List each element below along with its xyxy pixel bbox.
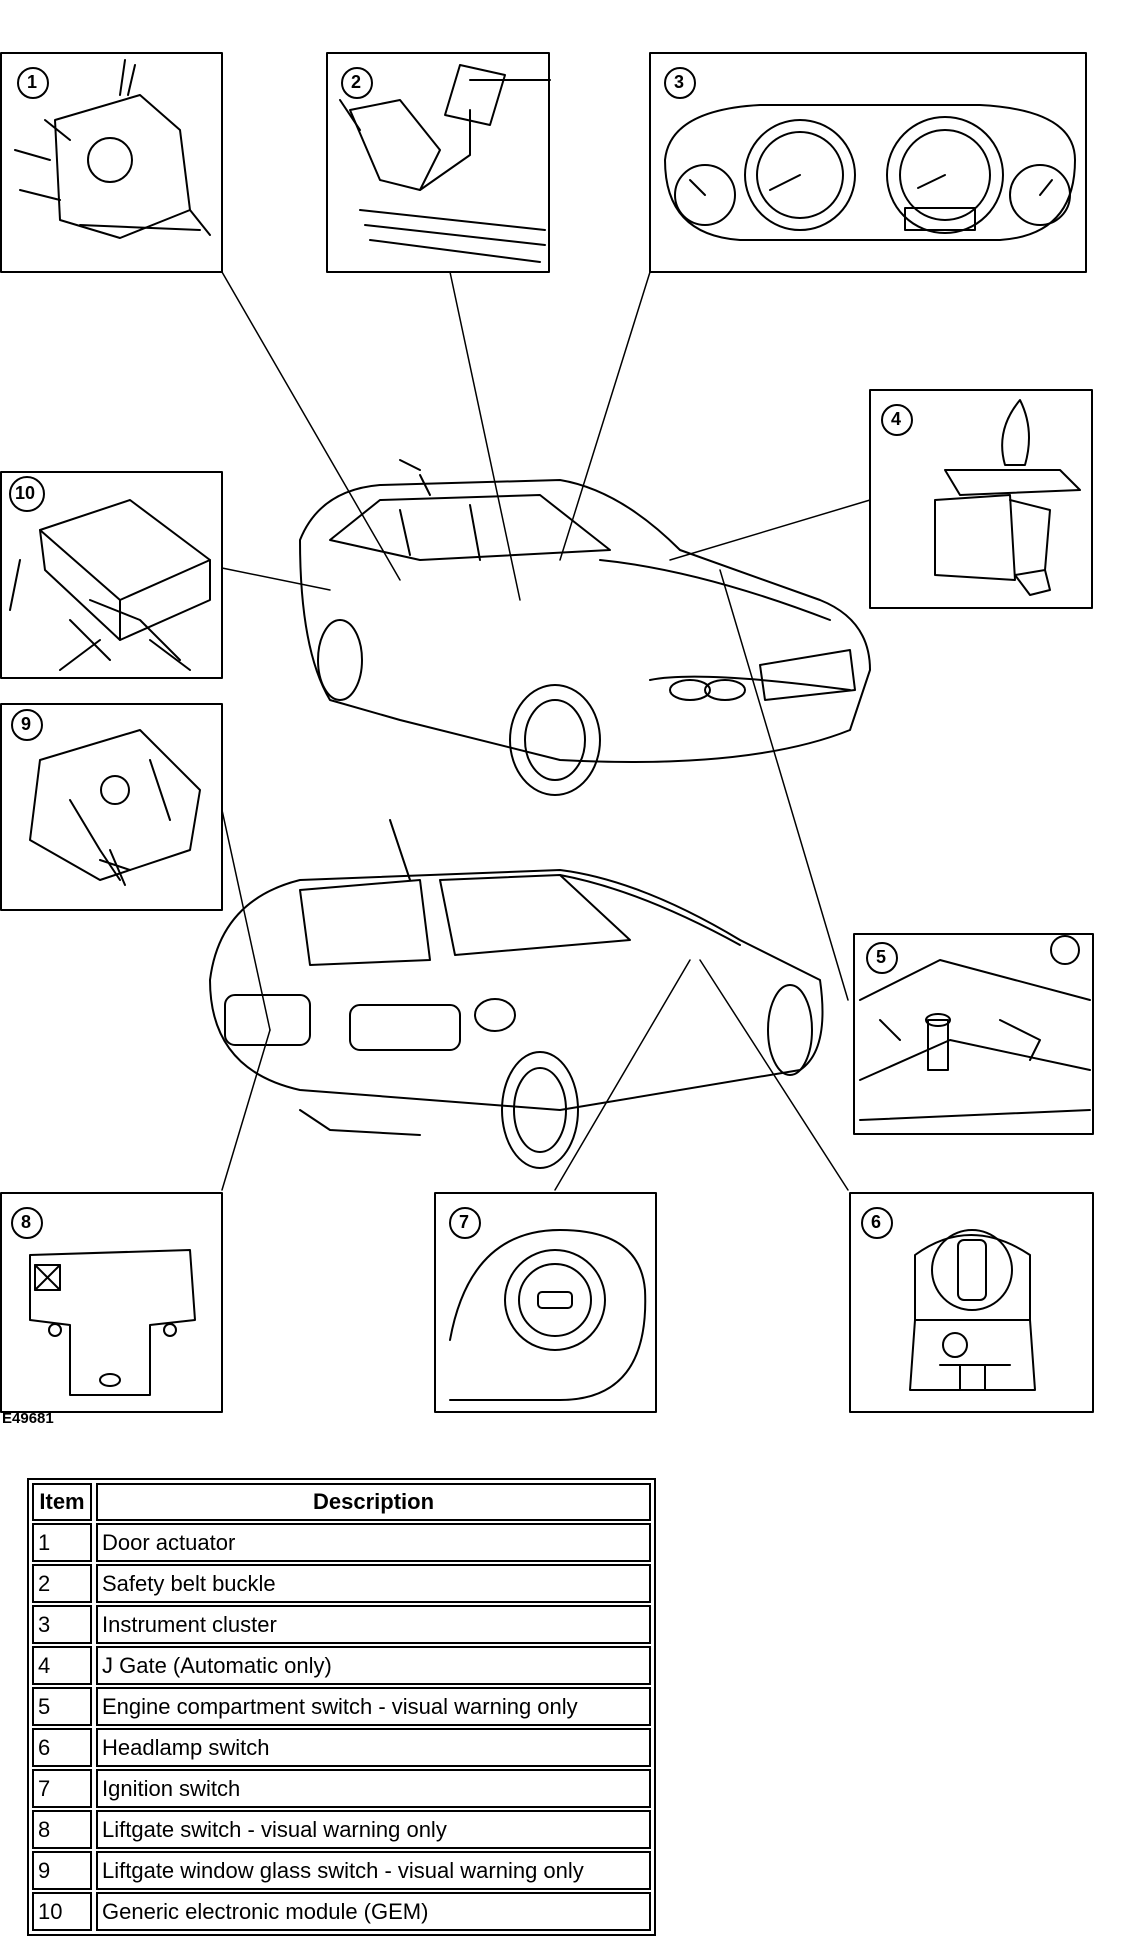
legend-item-description: Headlamp switch [96, 1728, 651, 1767]
rear-car-illustration [209, 819, 824, 1169]
callouts [9, 67, 913, 1239]
legend-item-number: 7 [32, 1769, 92, 1808]
legend-header-item: Item [32, 1483, 92, 1521]
callout-label-4: 4 [891, 409, 902, 429]
callout-7 [449, 1207, 481, 1239]
callout-5 [866, 942, 898, 974]
callout-label-8: 8 [21, 1212, 32, 1232]
callout-label-2: 2 [351, 72, 362, 92]
legend-item-description: Safety belt buckle [96, 1564, 651, 1603]
legend-item-description: Generic electronic module (GEM) [96, 1892, 651, 1931]
panel-instrument-cluster [649, 52, 1087, 273]
callout-1 [17, 67, 49, 99]
legend-item-description: J Gate (Automatic only) [96, 1646, 651, 1685]
callout-label-3: 3 [674, 72, 685, 92]
legend-item-description: Engine compartment switch - visual warni… [96, 1687, 651, 1726]
legend-item-number: 5 [32, 1687, 92, 1726]
legend-item-description: Door actuator [96, 1523, 651, 1562]
callout-label-6: 6 [871, 1212, 882, 1232]
legend-item-number: 3 [32, 1605, 92, 1644]
callout-label-10: 10 [15, 483, 36, 503]
legend-item-number: 4 [32, 1646, 92, 1685]
legend-item-description: Ignition switch [96, 1769, 651, 1808]
callout-label-7: 7 [459, 1212, 470, 1232]
legend-header-row: Item Description [32, 1483, 651, 1521]
legend-header-description: Description [96, 1483, 651, 1521]
callout-6 [861, 1207, 893, 1239]
legend-item-number: 6 [32, 1728, 92, 1767]
callout-10 [9, 476, 45, 512]
legend-item-number: 10 [32, 1892, 92, 1931]
front-car-illustration [299, 459, 871, 796]
component-location-figure: 1 2 3 4 5 6 7 8 9 10 E49681 [0, 52, 1094, 1427]
legend-item-number: 8 [32, 1810, 92, 1849]
legend-item-description: Liftgate window glass switch - visual wa… [96, 1851, 651, 1890]
callout-4 [881, 404, 913, 436]
callout-9 [11, 709, 43, 741]
callout-label-9: 9 [21, 714, 32, 734]
figure-code: E49681 [2, 1410, 54, 1427]
callout-8 [11, 1207, 43, 1239]
callout-label-1: 1 [27, 72, 38, 92]
callout-2 [341, 67, 373, 99]
callout-label-5: 5 [876, 947, 887, 967]
panel-liftgate-glass-switch [0, 703, 223, 911]
callout-3 [664, 67, 696, 99]
legend-item-description: Instrument cluster [96, 1605, 651, 1644]
legend-item-number: 2 [32, 1564, 92, 1603]
legend-item-description: Liftgate switch - visual warning only [96, 1810, 651, 1849]
legend-item-number: 1 [32, 1523, 92, 1562]
legend-item-number: 9 [32, 1851, 92, 1890]
